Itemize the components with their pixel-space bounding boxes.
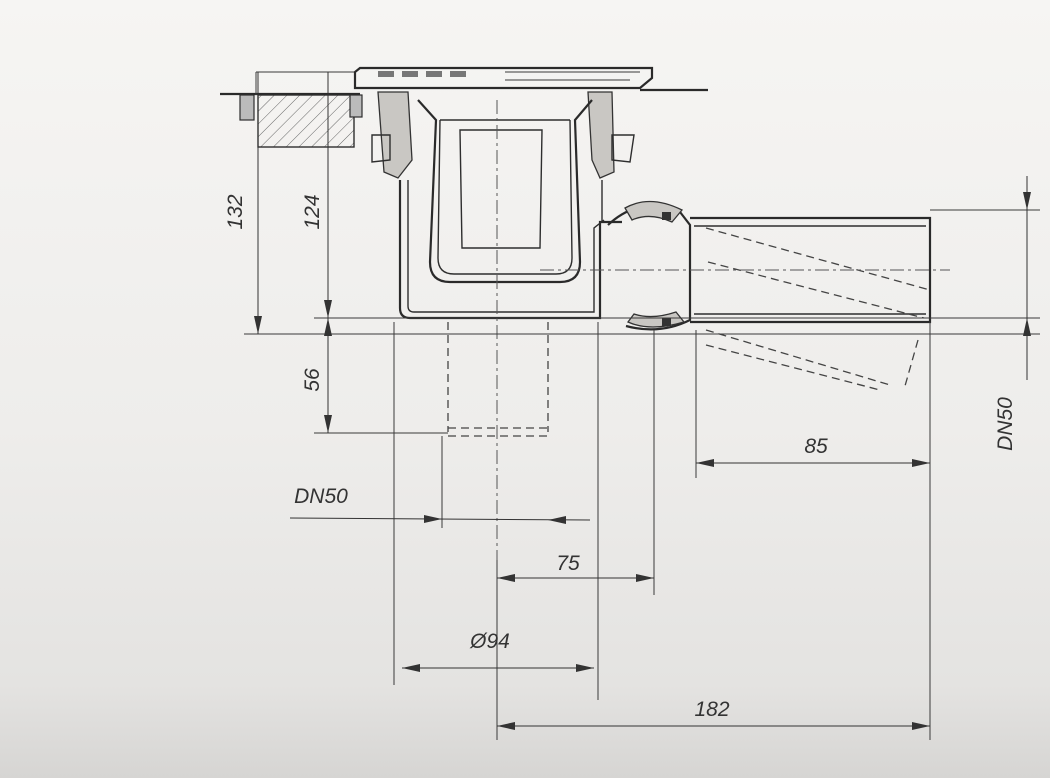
dim-label-124: 124 (301, 194, 324, 229)
dim-label-75: 75 (556, 552, 580, 575)
dim-label-dn50-left: DN50 (294, 485, 348, 508)
dim-label-132: 132 (224, 194, 247, 229)
flange-left (377, 91, 413, 179)
dim-label-182: 182 (694, 698, 729, 721)
drain-body (220, 66, 950, 740)
trap-bell (417, 99, 593, 284)
dim-label-94: Ø94 (469, 630, 510, 653)
grating-cover (353, 66, 654, 90)
dim-label-56: 56 (301, 368, 324, 392)
flange-right (587, 91, 615, 179)
outlet-pipe-horizontal (690, 216, 932, 324)
dim-label-dn50-right: DN50 (994, 397, 1017, 451)
dimension-lines (244, 72, 1040, 740)
outlet-pipe-vertical-hidden (447, 322, 549, 437)
dim-label-85: 85 (804, 435, 828, 458)
dimension-labels: 132 124 56 DN50 85 DN50 75 Ø94 182 (224, 194, 1017, 721)
outlet-elbow (607, 200, 692, 331)
outlet-pipe-tilted-hidden (705, 227, 931, 391)
